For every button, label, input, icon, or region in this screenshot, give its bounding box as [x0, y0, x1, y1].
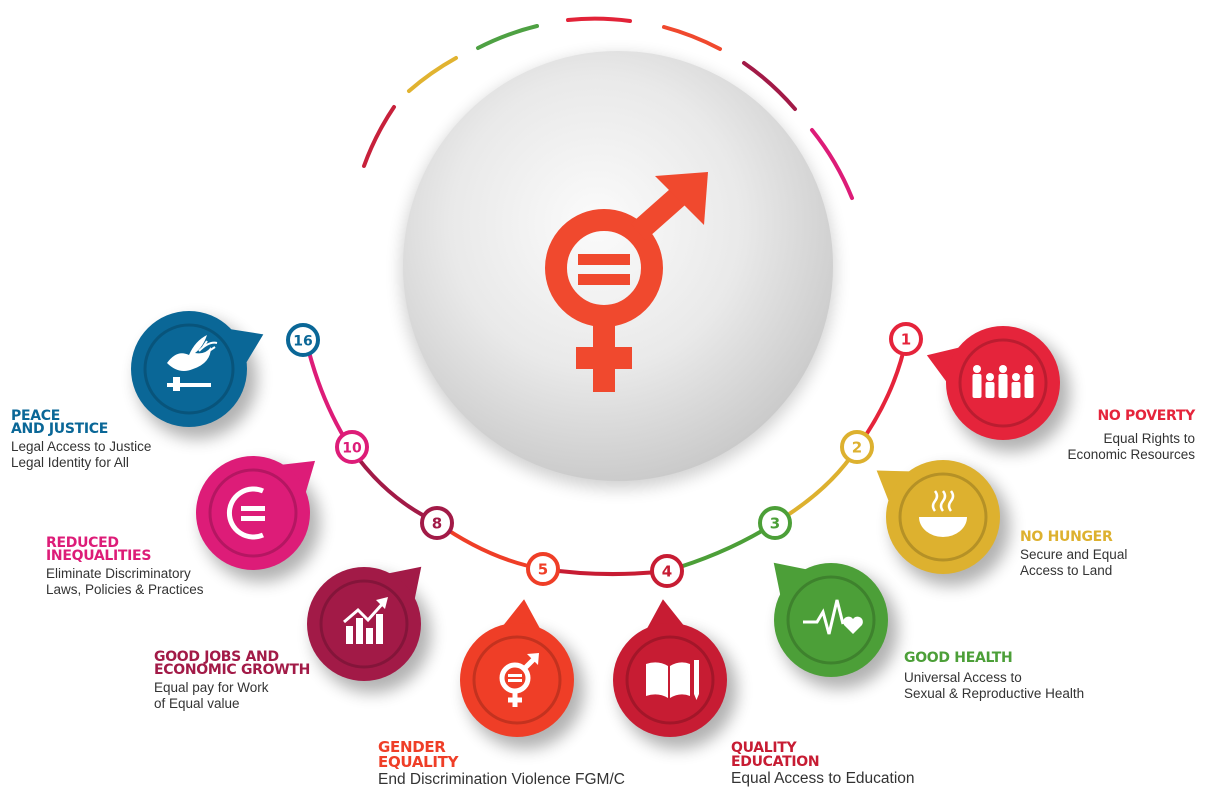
- badge-ring: [758, 506, 792, 540]
- top-dashed-arc: [362, 16, 854, 200]
- book-pencil-icon: [646, 660, 699, 700]
- badge-ring: [286, 323, 320, 357]
- goal-gender-equality: 5: [460, 552, 584, 749]
- label-no-hunger: NO HUNGER Secure and Equal Access to Lan…: [1020, 529, 1190, 579]
- goal-number: 1: [901, 331, 911, 349]
- equal-circle-icon: [226, 486, 265, 540]
- goal-number: 8: [432, 515, 442, 533]
- goal-title: QUALITY EDUCATION: [731, 740, 820, 770]
- arc-dash-orange: [662, 25, 722, 51]
- goal-inner-circle: [208, 468, 298, 558]
- goal-no-poverty: 16: [131, 311, 320, 439]
- center-circle: [401, 51, 835, 489]
- label-peace-justice: PEACE AND JUSTICE Legal Access to Justic…: [11, 408, 211, 471]
- goal-number-badge: 5: [526, 552, 560, 586]
- arc-segment-blue-magenta: [304, 338, 352, 449]
- arc-segment-crimson: [541, 567, 669, 577]
- goal-reduced-inequalities: 10: [196, 430, 369, 582]
- goal-number: 5: [538, 561, 548, 579]
- goal-title: NO POVERTY: [1097, 408, 1195, 424]
- goal-desc: End Discrimination Violence FGM/C: [378, 771, 625, 788]
- badge-ring: [335, 430, 369, 464]
- goal-title: GENDER EQUALITY: [378, 738, 459, 771]
- goal-quality-education: 4: [613, 554, 737, 749]
- goal-title: NO HUNGER: [1020, 529, 1113, 545]
- goal-number-badge: 4: [650, 554, 684, 588]
- goal-number-badge: 3: [758, 506, 792, 540]
- goal-number: 4: [662, 563, 672, 581]
- arc-dash-magenta: [810, 128, 854, 200]
- arc-segment-green: [665, 521, 777, 573]
- goal-number-badge: 1: [889, 322, 923, 356]
- arc-dash-red: [566, 16, 632, 23]
- arc-dash-yellow: [407, 56, 458, 93]
- goal-number-badge: 8: [420, 506, 454, 540]
- goal-title: GOOD JOBS AND ECONOMIC GROWTH: [154, 649, 311, 678]
- arc-dash-green: [476, 24, 539, 50]
- goal-desc: Equal pay for Work of Equal value: [154, 680, 269, 711]
- goal-number: 3: [770, 515, 780, 533]
- badge-ring: [889, 322, 923, 356]
- goal-number: 16: [293, 334, 312, 350]
- food-bowl-icon: [919, 490, 967, 537]
- label-gender-equality: GENDER EQUALITY End Discrimination Viole…: [378, 738, 678, 789]
- arc-dash-crimson-left: [362, 105, 396, 168]
- goal-number-badge: 10: [335, 430, 369, 464]
- label-reduced-inequalities: REDUCED INEQUALITIES Eliminate Discrimin…: [46, 535, 266, 598]
- label-no-poverty: NO POVERTY Equal Rights to Economic Reso…: [1000, 408, 1195, 463]
- heartbeat-icon: [803, 599, 863, 635]
- goal-desc: Eliminate Discriminatory Laws, Policies …: [46, 566, 204, 597]
- gender-equality-icon: [545, 172, 708, 392]
- goal-desc: Secure and Equal Access to Land: [1020, 547, 1128, 578]
- growth-chart-icon: [343, 597, 388, 644]
- badge-ring: [420, 506, 454, 540]
- goal-number: 10: [342, 441, 362, 457]
- goal-desc: Universal Access to Sexual & Reproductiv…: [904, 670, 1085, 701]
- badge-ring: [840, 430, 874, 464]
- goal-desc: Equal Access to Education: [731, 770, 915, 787]
- gender-symbol-icon: [499, 653, 539, 707]
- goal-title: REDUCED INEQUALITIES: [46, 535, 152, 564]
- badge-ring: [650, 554, 684, 588]
- goal-number-badge: 2: [840, 430, 874, 464]
- label-good-jobs: GOOD JOBS AND ECONOMIC GROWTH Equal pay …: [154, 649, 344, 712]
- arc-dash-maroon: [742, 61, 797, 111]
- goal-no-hunger: 2: [840, 430, 1010, 586]
- goal-good-health: 3: [758, 506, 898, 689]
- dove-gavel-icon: [167, 335, 218, 391]
- goal-good-jobs: 8: [307, 506, 454, 693]
- goal-number-badge: 16: [286, 323, 320, 357]
- goal-no-poverty-1: 1: [889, 322, 1070, 452]
- badge-ring: [526, 552, 560, 586]
- goal-desc: Legal Access to Justice Legal Identity f…: [11, 439, 152, 470]
- label-good-health: GOOD HEALTH Universal Access to Sexual &…: [904, 650, 1164, 702]
- family-icon: [972, 365, 1034, 398]
- goal-number: 2: [852, 439, 862, 457]
- label-quality-education: QUALITY EDUCATION Equal Access to Educat…: [731, 741, 991, 787]
- goal-desc: Equal Rights to Economic Resources: [1067, 431, 1195, 462]
- goal-title: GOOD HEALTH: [904, 650, 1013, 666]
- goal-title: PEACE AND JUSTICE: [11, 408, 109, 437]
